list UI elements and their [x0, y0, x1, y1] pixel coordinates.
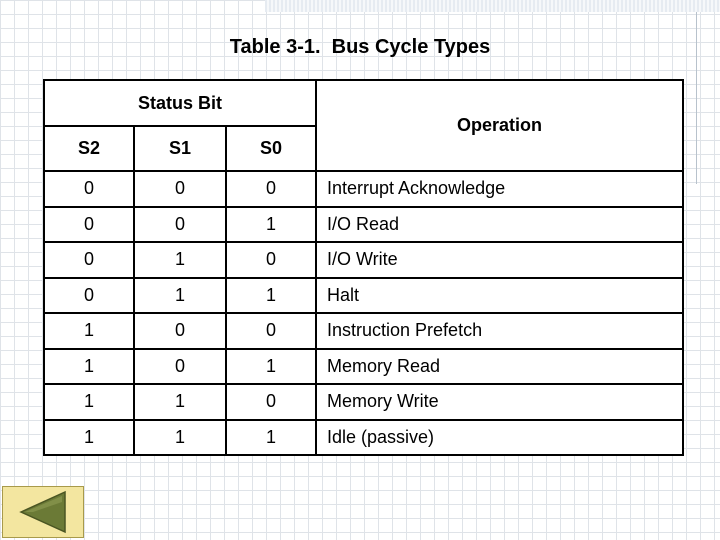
- s1-cell: 0: [133, 312, 227, 350]
- back-button[interactable]: [2, 486, 84, 538]
- operation-cell: Memory Read: [315, 347, 684, 385]
- operation-cell: Instruction Prefetch: [315, 312, 684, 350]
- operation-header: Operation: [315, 79, 684, 172]
- s0-cell: 1: [225, 205, 317, 243]
- s1-cell: 1: [133, 418, 227, 456]
- s2-cell: 1: [43, 383, 135, 421]
- s0-cell: 1: [225, 418, 317, 456]
- operation-cell: I/O Read: [315, 205, 684, 243]
- bus-cycle-table: Status Bit Operation S2 S1 S0 0 0 0 Inte…: [43, 79, 684, 456]
- table-row: 0 1 1 Halt: [43, 276, 684, 314]
- s0-cell: 0: [225, 241, 317, 279]
- s1-cell: 0: [133, 347, 227, 385]
- table-row: 0 0 0 Interrupt Acknowledge: [43, 170, 684, 208]
- s1-cell: 1: [133, 276, 227, 314]
- table-row: 0 0 1 I/O Read: [43, 205, 684, 243]
- table-row: 1 0 1 Memory Read: [43, 347, 684, 385]
- s1-cell: 0: [133, 205, 227, 243]
- status-bit-header: Status Bit: [43, 79, 317, 127]
- s2-cell: 1: [43, 347, 135, 385]
- s2-cell: 0: [43, 170, 135, 208]
- table-row: 0 1 0 I/O Write: [43, 241, 684, 279]
- operation-cell: Idle (passive): [315, 418, 684, 456]
- decorative-right-bar: [696, 12, 697, 184]
- table-header-row: Status Bit Operation: [43, 79, 684, 172]
- s1-cell: 1: [133, 383, 227, 421]
- table-row: 1 1 1 Idle (passive): [43, 418, 684, 456]
- table-row: 1 1 0 Memory Write: [43, 383, 684, 421]
- slide-title: Table 3-1. Bus Cycle Types: [229, 36, 491, 58]
- operation-cell: I/O Write: [315, 241, 684, 279]
- s2-cell: 0: [43, 241, 135, 279]
- s0-cell: 1: [225, 347, 317, 385]
- s2-cell: 0: [43, 276, 135, 314]
- decorative-top-band: [265, 0, 720, 12]
- table-subheader-row: S2 S1 S0: [43, 125, 683, 172]
- s2-header: S2: [43, 125, 135, 172]
- back-triangle-icon: [19, 490, 66, 534]
- s2-cell: 1: [43, 312, 135, 350]
- s1-cell: 1: [133, 241, 227, 279]
- operation-cell: Memory Write: [315, 383, 684, 421]
- s2-cell: 1: [43, 418, 135, 456]
- s0-cell: 0: [225, 312, 317, 350]
- operation-cell: Interrupt Acknowledge: [315, 170, 684, 208]
- operation-cell: Halt: [315, 276, 684, 314]
- s0-header: S0: [225, 125, 317, 172]
- table-row: 1 0 0 Instruction Prefetch: [43, 312, 684, 350]
- s0-cell: 0: [225, 383, 317, 421]
- s1-header: S1: [133, 125, 227, 172]
- s2-cell: 0: [43, 205, 135, 243]
- s1-cell: 0: [133, 170, 227, 208]
- s0-cell: 1: [225, 276, 317, 314]
- s0-cell: 0: [225, 170, 317, 208]
